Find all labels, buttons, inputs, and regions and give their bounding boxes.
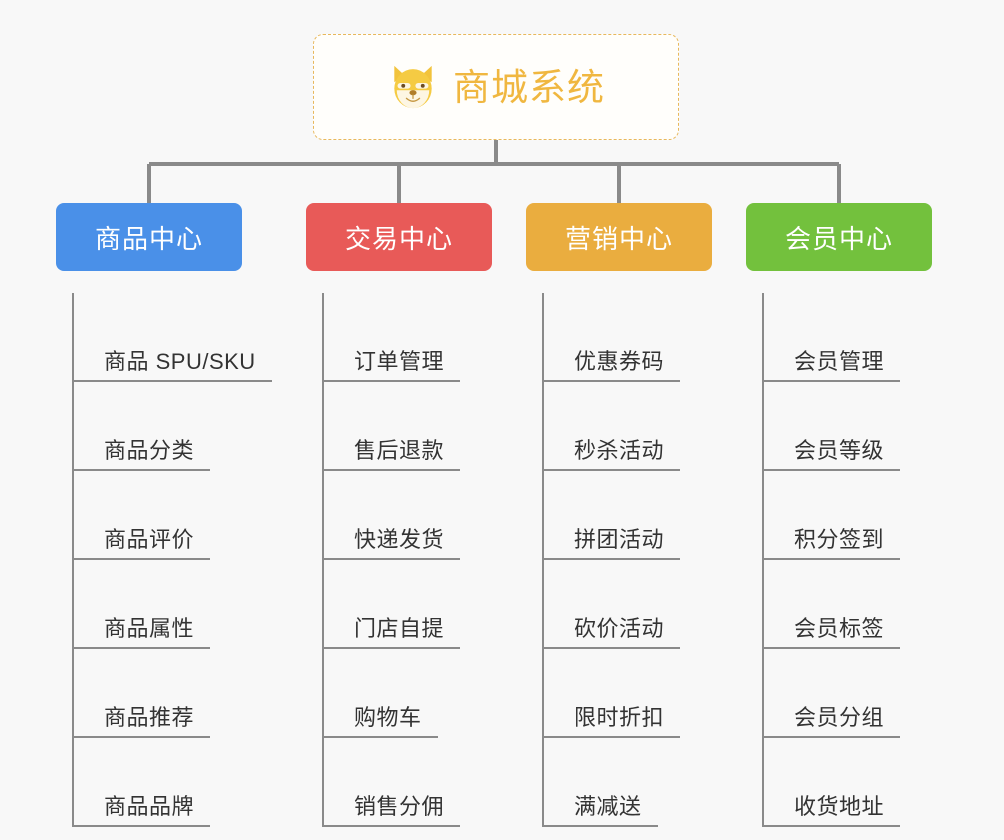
leaf-item-label: 商品推荐: [104, 704, 195, 730]
leaf-item-underline: [762, 558, 901, 560]
leaf-item-underline: [322, 558, 461, 560]
category-header-label-0: 商品中心: [94, 223, 203, 254]
leaf-item-label: 商品属性: [104, 615, 195, 641]
leaf-item[interactable]: 订单管理: [322, 293, 526, 382]
root-node[interactable]: 商城系统: [313, 34, 679, 140]
leaf-item-underline: [72, 558, 211, 560]
leaf-item-label: 会员等级: [794, 437, 885, 463]
leaf-item[interactable]: 会员分组: [762, 649, 966, 738]
leaf-item[interactable]: 收货地址: [762, 738, 966, 827]
leaf-item[interactable]: 限时折扣: [542, 649, 746, 738]
leaf-item[interactable]: 售后退款: [322, 382, 526, 471]
leaf-item-label: 满减送: [574, 793, 642, 819]
leaf-item-underline: [542, 380, 681, 382]
leaf-item-underline: [322, 647, 461, 649]
leaf-item-underline: [542, 736, 681, 738]
leaf-item[interactable]: 购物车: [322, 649, 526, 738]
leaf-item[interactable]: 销售分佣: [322, 738, 526, 827]
leaf-item-underline: [72, 647, 211, 649]
leaf-item-label: 商品品牌: [104, 793, 195, 819]
leaf-item-label: 砍价活动: [574, 615, 665, 641]
leaf-item-underline: [72, 736, 211, 738]
leaf-item[interactable]: 优惠券码: [542, 293, 746, 382]
category-column-2: 营销中心 优惠券码秒杀活动拼团活动砍价活动限时折扣满减送: [526, 203, 746, 827]
leaf-item[interactable]: 商品品牌: [72, 738, 276, 827]
leaf-item[interactable]: 积分签到: [762, 471, 966, 560]
leaf-item[interactable]: 商品推荐: [72, 649, 276, 738]
leaf-list-0: 商品 SPU/SKU 商品分类商品评价商品属性商品推荐商品品牌: [56, 293, 276, 827]
leaf-item-label: 订单管理: [354, 348, 445, 374]
category-header-1[interactable]: 交易中心: [306, 203, 492, 271]
leaf-list-1: 订单管理售后退款快递发货门店自提购物车销售分佣: [306, 293, 526, 827]
leaf-item[interactable]: 会员等级: [762, 382, 966, 471]
leaf-item[interactable]: 秒杀活动: [542, 382, 746, 471]
leaf-item-underline: [72, 469, 211, 471]
leaf-item-underline: [542, 825, 658, 827]
category-header-label-2: 营销中心: [564, 223, 673, 254]
leaf-item[interactable]: 会员标签: [762, 560, 966, 649]
category-column-3: 会员中心 会员管理会员等级积分签到会员标签会员分组收货地址: [746, 203, 966, 827]
leaf-item-underline: [322, 469, 461, 471]
category-header-label-1: 交易中心: [344, 223, 453, 254]
leaf-item[interactable]: 拼团活动: [542, 471, 746, 560]
leaf-item-label: 会员标签: [794, 615, 885, 641]
leaf-item[interactable]: 门店自提: [322, 560, 526, 649]
category-header-label-3: 会员中心: [784, 223, 893, 254]
leaf-item-label: 收货地址: [794, 793, 885, 819]
leaf-item-label: 积分签到: [794, 526, 885, 552]
leaf-item-label: 售后退款: [354, 437, 445, 463]
leaf-item-underline: [72, 380, 272, 382]
leaf-item[interactable]: 满减送: [542, 738, 746, 827]
leaf-item[interactable]: 商品分类: [72, 382, 276, 471]
leaf-item-label: 优惠券码: [574, 348, 665, 374]
leaf-item-underline: [322, 736, 438, 738]
leaf-item-underline: [762, 647, 901, 649]
leaf-item-label: 会员分组: [794, 704, 885, 730]
leaf-item-underline: [762, 380, 901, 382]
leaf-item-label: 拼团活动: [574, 526, 665, 552]
leaf-item[interactable]: 会员管理: [762, 293, 966, 382]
leaf-item-underline: [762, 825, 901, 827]
leaf-item-underline: [322, 825, 461, 827]
leaf-item[interactable]: 商品 SPU/SKU: [72, 293, 276, 382]
leaf-item-underline: [72, 825, 211, 827]
leaf-item[interactable]: 快递发货: [322, 471, 526, 560]
leaf-item-label: 商品 SPU/SKU: [104, 348, 256, 374]
dog-face-icon: [394, 65, 432, 112]
leaf-item-label: 会员管理: [794, 348, 885, 374]
leaf-item-label: 商品评价: [104, 526, 195, 552]
leaf-item-label: 限时折扣: [574, 704, 665, 730]
category-header-3[interactable]: 会员中心: [746, 203, 932, 271]
category-column-0: 商品中心 商品 SPU/SKU 商品分类商品评价商品属性商品推荐商品品牌: [56, 203, 276, 827]
leaf-list-2: 优惠券码秒杀活动拼团活动砍价活动限时折扣满减送: [526, 293, 746, 827]
leaf-item-underline: [322, 380, 461, 382]
leaf-item[interactable]: 商品评价: [72, 471, 276, 560]
leaf-item-label: 销售分佣: [354, 793, 445, 819]
leaf-item-label: 门店自提: [354, 615, 445, 641]
leaf-item-label: 快递发货: [354, 526, 445, 552]
leaf-item-underline: [542, 469, 681, 471]
leaf-item-underline: [762, 736, 901, 738]
leaf-item-label: 购物车: [354, 704, 422, 730]
leaf-item-underline: [542, 647, 681, 649]
leaf-item-underline: [762, 469, 901, 471]
category-column-1: 交易中心 订单管理售后退款快递发货门店自提购物车销售分佣: [306, 203, 526, 827]
category-header-0[interactable]: 商品中心: [56, 203, 242, 271]
leaf-item-label: 商品分类: [104, 437, 195, 463]
leaf-list-3: 会员管理会员等级积分签到会员标签会员分组收货地址: [746, 293, 966, 827]
leaf-item-underline: [542, 558, 681, 560]
leaf-item[interactable]: 砍价活动: [542, 560, 746, 649]
category-header-2[interactable]: 营销中心: [526, 203, 712, 271]
root-title: 商城系统: [453, 66, 605, 108]
leaf-item[interactable]: 商品属性: [72, 560, 276, 649]
leaf-item-label: 秒杀活动: [574, 437, 665, 463]
